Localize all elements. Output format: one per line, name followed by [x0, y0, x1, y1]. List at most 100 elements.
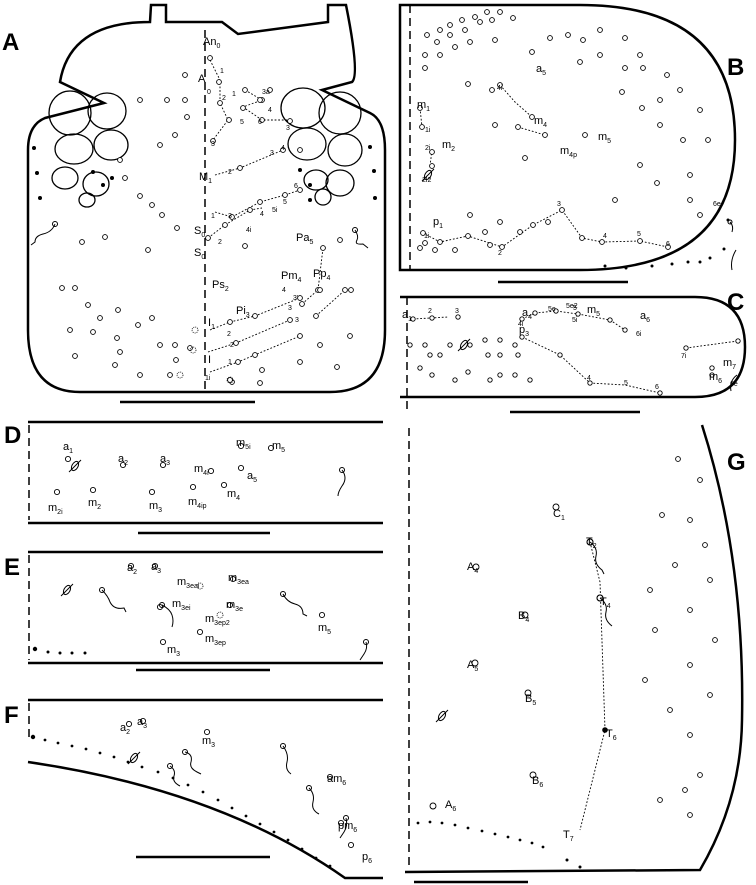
seta-label: 4i	[518, 321, 524, 328]
seta-label: m4	[534, 115, 547, 129]
seta-label: Pm4	[281, 270, 302, 284]
scale-bars	[120, 280, 640, 884]
seta-label: 4	[260, 211, 264, 218]
seta-label: An0	[203, 36, 220, 50]
seta-label: 5	[637, 231, 641, 238]
eye-patches	[48, 87, 363, 208]
panel-letter-b: B	[727, 54, 744, 81]
seta-label: m4	[227, 488, 240, 502]
panel-B-outline	[398, 3, 737, 272]
seta-label: m4ip	[188, 496, 207, 510]
seta-label: a5	[536, 63, 546, 77]
panel-F-outline	[27, 698, 383, 880]
seta-label: 2	[218, 239, 222, 246]
seta-label: a2	[120, 722, 130, 736]
seta-label: 2	[230, 342, 234, 349]
seta-label: 6	[294, 183, 298, 190]
sensilla	[60, 168, 471, 765]
seta-label: 0	[207, 89, 211, 96]
seta-label: 5	[240, 119, 244, 126]
seta-label: S0	[194, 247, 205, 261]
seta-label: a3	[151, 561, 161, 575]
trichobothria	[30, 219, 738, 839]
seta-label: a3	[160, 453, 170, 467]
seta-label: 1	[228, 359, 232, 366]
seta-label: m5	[598, 131, 611, 145]
panel-letter-e: E	[4, 554, 20, 581]
seta-label: 6	[258, 119, 262, 126]
seta-label: 6e	[713, 201, 721, 208]
seta-label: 3	[455, 308, 459, 315]
filled-dots	[32, 145, 730, 869]
seta-label: m3ep	[205, 633, 226, 647]
panel-letter-g: G	[727, 449, 746, 476]
seta-label: I1	[208, 317, 215, 331]
panel-letter-d: D	[4, 422, 21, 449]
seta-label: p1	[433, 216, 443, 230]
seta-label: 1	[220, 68, 224, 75]
seta-label: m5	[318, 622, 331, 636]
seta-label: am6	[327, 773, 346, 787]
seta-label: 5e2	[566, 303, 578, 310]
seta-label: m5	[272, 440, 285, 454]
panel-G-outline	[404, 424, 744, 874]
seta-label: pm6	[338, 820, 357, 834]
seta-label: 5	[624, 380, 628, 387]
seta-label: 3	[270, 150, 274, 157]
seta-label: I	[208, 354, 211, 366]
seta-label: 1	[232, 91, 236, 98]
seta-label: m1	[417, 99, 430, 113]
seta-label: 4	[268, 107, 272, 114]
seta-label: m2	[88, 497, 101, 511]
seta-label: 4	[282, 287, 286, 294]
seta-label: a3	[137, 716, 147, 730]
seta-label: B4	[518, 610, 529, 624]
seta-label: Pi3	[236, 305, 250, 319]
seta-label: p3	[519, 324, 529, 338]
panel-letter-c: C	[727, 289, 744, 316]
seta-label: 3a	[262, 89, 270, 96]
seta-label: 1i	[424, 233, 430, 240]
seta-label: m5i	[236, 437, 251, 451]
seta-label: a2	[127, 562, 137, 576]
seta-label: 3'	[293, 295, 298, 302]
seta-label: 3	[557, 201, 561, 208]
seta-label: 4	[603, 233, 607, 240]
seta-label: M1	[199, 171, 212, 185]
seta-label: T7	[563, 829, 574, 843]
seta-label: 1	[211, 213, 215, 220]
seta-label: 5	[283, 199, 287, 206]
panel-A-outline	[26, 3, 387, 394]
seta-label: 1i	[425, 127, 431, 134]
seta-label: m2i	[48, 502, 63, 516]
seta-label: T6	[606, 728, 617, 742]
seta-label: m7	[723, 357, 736, 371]
seta-label: m3ea	[228, 572, 249, 586]
seta-label: 3	[228, 213, 232, 220]
seta-label: 5e	[548, 306, 556, 313]
panel-letter-a: A	[2, 29, 19, 56]
seta-label: A4	[467, 561, 478, 575]
seta-label: m3e	[226, 599, 243, 613]
seta-label: 3	[295, 317, 299, 324]
seta-label: 6e	[730, 381, 738, 388]
dotted-connectors	[207, 59, 739, 831]
seta-label: T2	[586, 536, 597, 550]
seta-label: m3	[149, 500, 162, 514]
seta-label: m3ep2	[205, 613, 230, 627]
seta-label: 2i	[425, 145, 431, 152]
seta-label: 2l2	[422, 177, 431, 184]
seta-label: a5	[247, 470, 257, 484]
seta-label: T4	[600, 596, 611, 610]
seta-label: m4p	[560, 145, 577, 159]
open-setae	[53, 9, 741, 849]
panel-letter-f: F	[4, 702, 19, 729]
seta-label: 2	[228, 169, 232, 176]
seta-label: 3	[288, 305, 292, 312]
seta-label: B6	[532, 775, 543, 789]
seta-label: 2	[498, 250, 502, 257]
seta-label: A6	[445, 799, 456, 813]
seta-label: Pp4	[313, 268, 330, 282]
seta-label: S0	[194, 225, 205, 239]
